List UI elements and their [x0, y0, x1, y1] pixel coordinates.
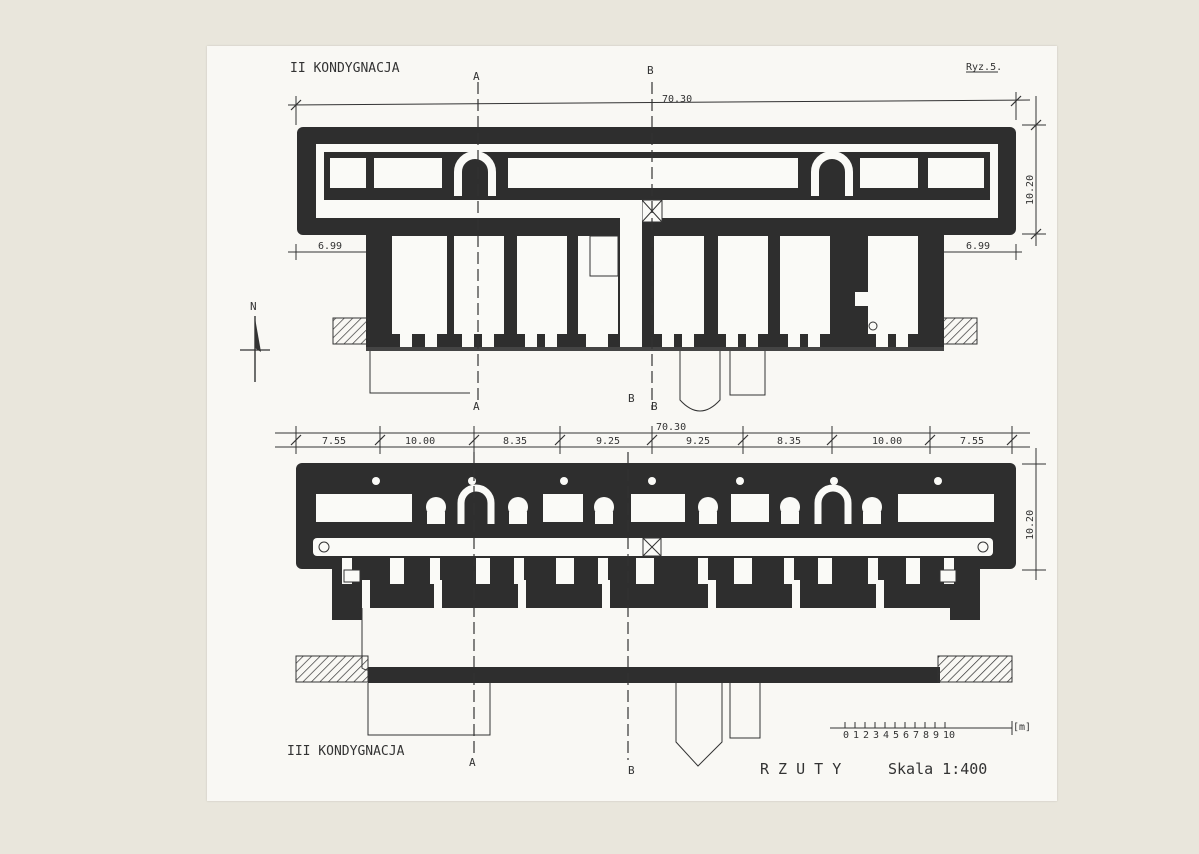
scale-unit: [m] — [1013, 722, 1031, 733]
scale-tick-label: 1 — [853, 730, 859, 741]
lower-segment-1: 7.55 — [322, 436, 346, 447]
lower-depth-label: 10.20 — [1025, 510, 1036, 540]
lower-hatched-wing-left — [295, 655, 369, 683]
upper-hatched-wing-left — [332, 317, 370, 345]
lower-segment-7: 10.00 — [872, 436, 902, 447]
scale-tick-label: 7 — [913, 730, 919, 741]
lower-bays — [342, 558, 957, 608]
lower-floor-plan: 70.30 7.55 10.00 8.35 9.25 9.25 8.35 10.… — [275, 400, 1046, 777]
lower-segment-3: 8.35 — [503, 436, 527, 447]
upper-overall-length: 70.30 — [662, 94, 692, 105]
upper-overall-dimension: 70.30 — [287, 92, 1031, 125]
upper-hatched-wing-right — [940, 317, 978, 345]
sheet-caption: R Z U T Y — [760, 760, 841, 778]
lower-plan-title: III KONDYGNACJA — [287, 744, 405, 759]
scale-tick-label: 0 — [843, 730, 849, 741]
lower-round-rooms — [426, 497, 882, 524]
scale-tick-label: 9 — [933, 730, 939, 741]
scale-tick-label: 3 — [873, 730, 879, 741]
upper-depth-dimension: 10.20 — [1022, 96, 1046, 246]
figure-mark: Ryz.5. — [966, 62, 1002, 73]
upper-section-a-top: A — [473, 70, 480, 83]
upper-right-wing-label: 6.99 — [966, 241, 990, 252]
upper-wing-dimensions: 6.99 6.99 — [288, 241, 1022, 260]
upper-bays — [392, 200, 918, 347]
upper-section-a-bottom: A — [473, 400, 480, 413]
scale-tick-label: 4 — [883, 730, 889, 741]
lower-segment-dimensions: 70.30 7.55 10.00 8.35 9.25 9.25 8.35 10.… — [275, 422, 1030, 454]
lower-segment-5: 9.25 — [686, 436, 710, 447]
lower-section-b-bottom: B — [628, 764, 635, 777]
lower-segment-8: 7.55 — [960, 436, 984, 447]
lower-roof-openings — [372, 477, 942, 485]
scale-tick-label: 8 — [923, 730, 929, 741]
upper-stair-left — [454, 151, 496, 196]
upper-plan-title: II KONDYGNACJA — [290, 61, 400, 76]
lower-south-block — [360, 560, 952, 608]
scale-tick-label: 6 — [903, 730, 909, 741]
lower-depth-dimension: 10.20 — [1022, 448, 1046, 580]
scale-label: Skala 1:400 — [888, 760, 987, 778]
svg-text:N: N — [250, 300, 257, 313]
north-arrow: N — [240, 300, 270, 382]
upper-depth-label: 10.20 — [1025, 175, 1036, 205]
lower-segment-2: 10.00 — [405, 436, 435, 447]
upper-section-b-bottom: B — [628, 392, 635, 405]
upper-stair-right — [811, 151, 853, 196]
lower-south-wall — [368, 667, 940, 683]
lower-overall-length: 70.30 — [656, 422, 686, 433]
lower-section-b-top: B — [651, 400, 658, 413]
scale-tick-label: 5 — [893, 730, 899, 741]
lower-segment-6: 8.35 — [777, 436, 801, 447]
lower-segment-4: 9.25 — [596, 436, 620, 447]
scale-tick-label: 10 — [943, 730, 955, 741]
upper-floor-plan: 70.30 10.20 6.99 6.99 — [287, 64, 1046, 413]
lower-hatched-wing-right — [937, 655, 1013, 683]
scale-tick-label: 2 — [863, 730, 869, 741]
upper-left-wing-label: 6.99 — [318, 241, 342, 252]
lower-section-a-bottom: A — [469, 756, 476, 769]
upper-section-b-top: B — [647, 64, 654, 77]
